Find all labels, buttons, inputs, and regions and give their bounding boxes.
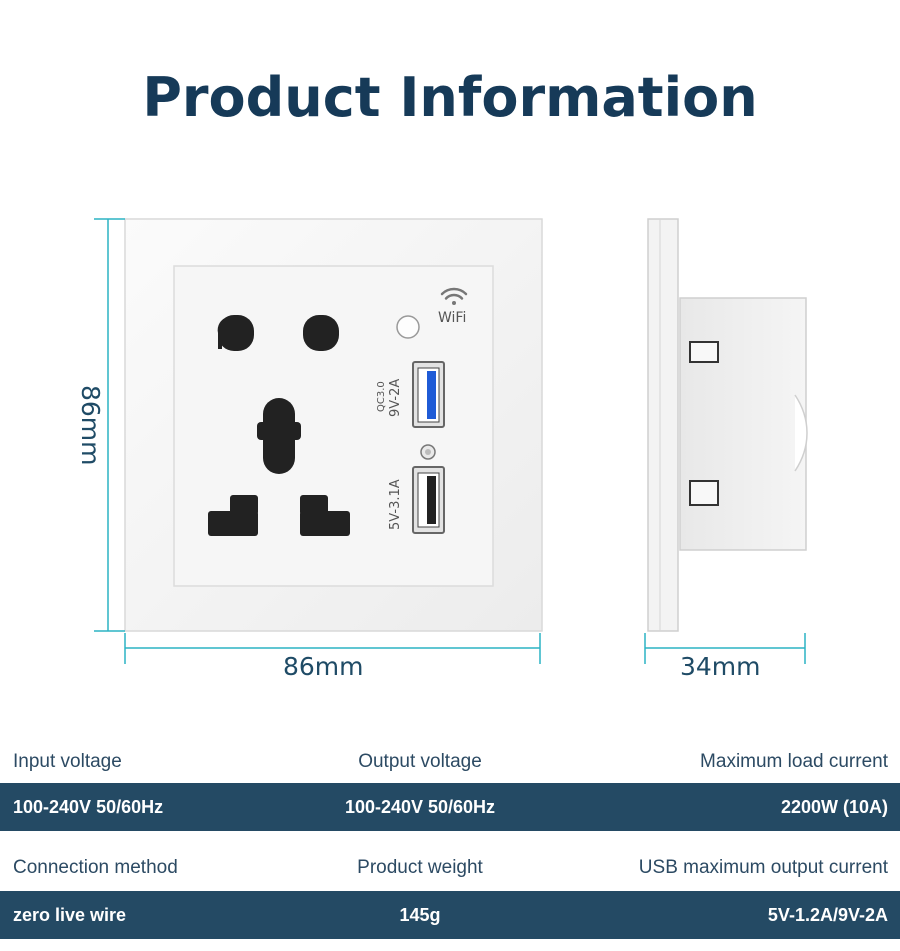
spec-value-row-2 — [0, 891, 900, 939]
usb-port-standard — [412, 466, 445, 534]
socket-hole-bottom-left — [208, 495, 258, 536]
wifi-button — [396, 315, 420, 339]
spec-value-product-weight: 145g — [399, 905, 441, 925]
socket-hole-earth — [257, 398, 301, 474]
spec-label-input-voltage: Input voltage — [13, 751, 122, 772]
spec-value-input-voltage: 100-240V 50/60Hz — [13, 797, 164, 817]
usb-port-qc — [412, 361, 445, 428]
spec-label-usb-max-output: USB maximum output current — [638, 857, 888, 878]
depth-label: 34mm — [680, 652, 761, 681]
spec-label-connection-method: Connection method — [13, 857, 178, 878]
spec-value-max-load-current: 2200W (10A) — [780, 797, 888, 817]
socket-front-view: WiFi QC3.0 9V-2A 5V-3.1A — [124, 218, 543, 632]
spec-label-output-voltage: Output voltage — [358, 751, 482, 772]
spec-value-output-voltage: 100-240V 50/60Hz — [344, 797, 496, 817]
clip-bottom — [689, 480, 719, 506]
wifi-label: WiFi — [438, 310, 466, 326]
spec-value-connection-method: zero live wire — [13, 905, 127, 925]
height-label: 86mm — [76, 385, 105, 466]
socket-hole-top-left — [217, 315, 254, 351]
width-label: 86mm — [283, 652, 364, 681]
socket-side-view — [647, 218, 808, 632]
socket-hole-bottom-right — [300, 495, 350, 536]
dimension-width — [124, 633, 541, 664]
usb-qc-label-line2: 9V-2A — [388, 379, 403, 417]
wifi-icon — [440, 287, 468, 305]
socket-hole-top-right — [303, 315, 339, 351]
dimension-height — [94, 218, 125, 632]
dimension-depth — [644, 633, 806, 664]
spec-label-product-weight: Product weight — [357, 857, 483, 878]
spec-value-usb-max-output: 5V-1.2A/9V-2A — [767, 905, 888, 925]
clip-top — [689, 341, 719, 363]
spec-value-row-1 — [0, 783, 900, 831]
usb-qc-label-line1: QC3.0 — [376, 381, 387, 412]
page-title: Product Information — [142, 66, 758, 129]
spec-label-max-load-current: Maximum load current — [700, 751, 888, 772]
product-drawing: WiFi QC3.0 9V-2A 5V-3.1A 86m — [76, 218, 808, 681]
usb-standard-label: 5V-3.1A — [388, 479, 403, 530]
